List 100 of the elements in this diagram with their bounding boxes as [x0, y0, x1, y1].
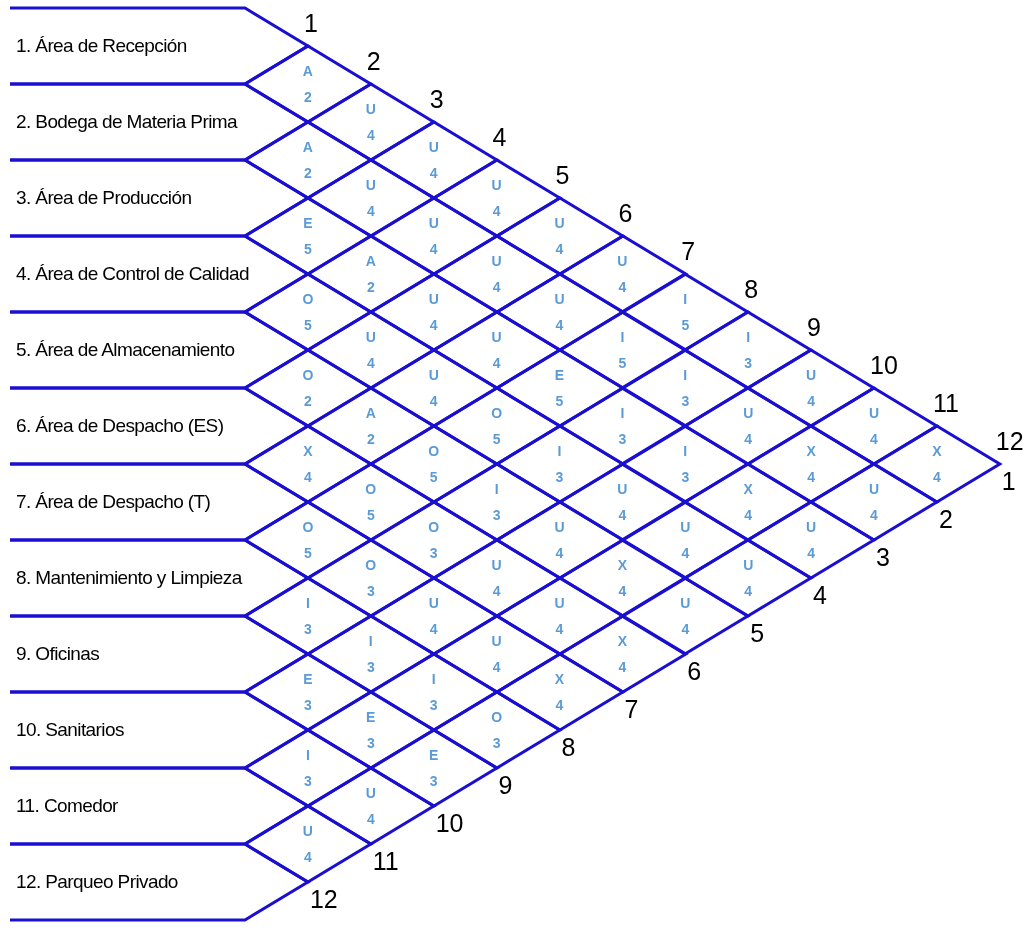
reason-code: 4 [680, 621, 691, 637]
row-number: 10 [435, 810, 464, 836]
closeness-code: X [616, 557, 629, 573]
reason-code: 5 [303, 241, 313, 257]
reason-code: 3 [680, 393, 691, 409]
row-number: 6 [618, 200, 633, 226]
row-number: 12 [995, 428, 1024, 454]
closeness-code: I [304, 747, 311, 763]
closeness-code: A [364, 405, 377, 421]
closeness-code: A [301, 63, 314, 79]
reason-code: 4 [303, 849, 313, 865]
closeness-code: I [619, 405, 626, 421]
reason-code: 4 [617, 659, 628, 675]
reason-code: 4 [806, 545, 816, 561]
department-label: 9. Oficinas [16, 643, 100, 665]
reason-code: 3 [491, 507, 502, 523]
reason-code: 3 [365, 659, 376, 675]
row-number: 3 [876, 544, 890, 570]
closeness-code: O [364, 557, 378, 573]
row-number: 1 [1001, 468, 1016, 494]
closeness-code: E [428, 747, 440, 763]
closeness-code: O [490, 709, 503, 725]
closeness-code: I [493, 481, 500, 497]
reason-code: 4 [428, 317, 439, 333]
closeness-code: U [867, 481, 881, 497]
reason-code: 4 [428, 165, 439, 181]
reason-code: 4 [554, 621, 565, 637]
closeness-code: U [490, 557, 503, 573]
reason-code: 4 [554, 697, 565, 713]
reason-code: 4 [491, 583, 502, 599]
closeness-code: O [301, 519, 315, 535]
reason-code: 5 [617, 355, 628, 371]
row-number: 5 [750, 620, 765, 646]
reason-code: 5 [554, 393, 565, 409]
reason-code: 4 [428, 621, 439, 637]
reason-code: 4 [365, 811, 376, 827]
row-number: 9 [498, 772, 513, 798]
closeness-code: U [805, 367, 818, 383]
reason-code: 3 [428, 545, 439, 561]
reason-code: 4 [428, 241, 439, 257]
closeness-code: U [490, 633, 503, 649]
row-number: 11 [932, 390, 959, 416]
closeness-code: U [553, 215, 566, 231]
department-label: 5. Área de Almacenamiento [16, 339, 235, 361]
closeness-code: U [490, 253, 503, 269]
closeness-code: X [931, 443, 943, 459]
department-label: 11. Comedor [16, 795, 118, 817]
closeness-code: U [364, 785, 377, 801]
row-number: 2 [366, 48, 381, 74]
closeness-code: I [304, 595, 311, 611]
closeness-code: I [682, 367, 689, 383]
closeness-code: U [742, 405, 755, 421]
reason-code: 3 [365, 735, 376, 751]
row-number: 9 [807, 314, 821, 340]
row-number: 7 [624, 696, 639, 722]
row-number: 1 [303, 10, 318, 36]
reason-code: 4 [365, 127, 376, 143]
closeness-code: U [490, 177, 503, 193]
row-number: 4 [813, 582, 827, 608]
reason-code: 4 [743, 583, 754, 599]
closeness-code: X [616, 633, 629, 649]
reason-code: 4 [491, 279, 502, 295]
reason-code: 5 [303, 545, 313, 561]
closeness-code: A [364, 253, 377, 269]
reason-code: 2 [303, 165, 313, 181]
row-number: 8 [744, 276, 759, 302]
reason-code: 2 [365, 431, 376, 447]
closeness-code: I [619, 329, 626, 345]
reason-code: 4 [554, 545, 565, 561]
reason-code: 4 [554, 241, 565, 257]
closeness-code: U [616, 253, 629, 269]
reason-code: 4 [617, 507, 628, 523]
reason-code: 4 [365, 355, 376, 371]
reason-code: 4 [617, 279, 628, 295]
closeness-code: E [365, 709, 377, 725]
closeness-code: I [556, 443, 563, 459]
reason-code: 4 [932, 469, 942, 485]
row-number: 11 [372, 848, 399, 874]
reason-code: 4 [428, 393, 439, 409]
closeness-code: E [302, 215, 314, 231]
department-label: 7. Área de Despacho (T) [16, 491, 211, 513]
department-label: 3. Área de Producción [16, 187, 192, 209]
closeness-code: X [302, 443, 314, 459]
reason-code: 3 [680, 469, 691, 485]
department-label: 2. Bodega de Materia Prima [16, 111, 237, 133]
closeness-code: I [430, 671, 437, 687]
department-label: 1. Área de Recepción [16, 35, 187, 57]
reason-code: 2 [303, 393, 313, 409]
row-number: 8 [561, 734, 576, 760]
closeness-code: I [682, 291, 689, 307]
row-number: 12 [309, 886, 338, 912]
reason-code: 4 [554, 317, 565, 333]
reason-code: 4 [617, 583, 628, 599]
reason-code: 4 [680, 545, 691, 561]
closeness-code: O [427, 519, 441, 535]
closeness-code: X [742, 481, 754, 497]
row-number: 5 [555, 162, 570, 188]
reason-code: 3 [743, 355, 754, 371]
closeness-code: U [427, 595, 440, 611]
closeness-code: U [427, 291, 440, 307]
